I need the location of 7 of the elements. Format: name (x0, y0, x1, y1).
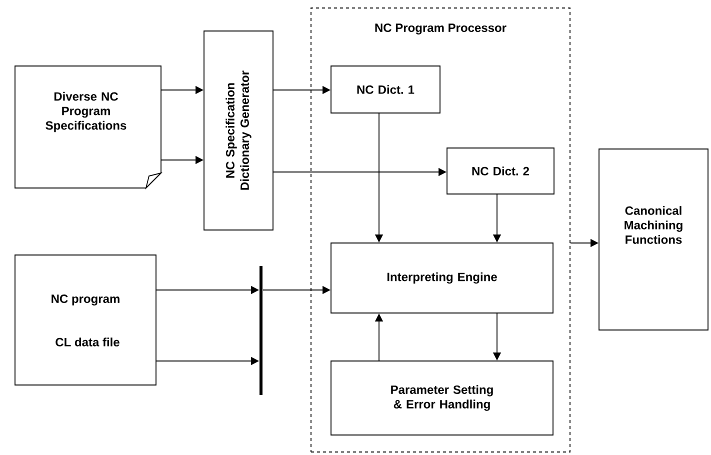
dictionary-box: NC Dict. 2 (446, 148, 554, 194)
output-box: Canonical Machining Functions (598, 148, 708, 330)
input-box: NC program CL data file (14, 254, 156, 386)
generator-box: NC Specification Dictionary Generator (204, 30, 274, 230)
dictionary-box: NC Dict. 1 (330, 66, 440, 114)
engine-box: Interpreting Engine (330, 242, 554, 314)
handling-box: Parameter Setting & Error Handling (330, 360, 554, 436)
